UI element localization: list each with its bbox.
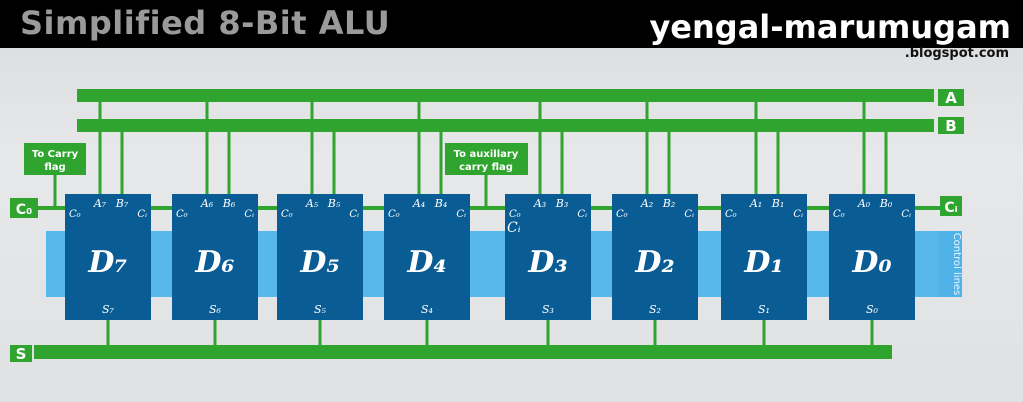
b-pin-label-1: B₆ (222, 197, 236, 210)
b-pin-label-6: B₁ (771, 197, 785, 210)
alu-unit-1 (172, 194, 258, 320)
b-pin-label-0: B₇ (115, 197, 129, 210)
carry-out-pin-label-2: C₀ (281, 209, 293, 220)
s-pin-label-3: S₄ (421, 303, 433, 316)
header-bar (0, 0, 1023, 48)
blog-domain: .blogspot.com (904, 46, 1009, 61)
carry-out-pin-label-4: C₀ (509, 209, 521, 220)
bus-b-tag (938, 117, 964, 134)
carry-out-pin-label-1: C₀ (176, 209, 188, 220)
carry-flag-callout (24, 143, 86, 175)
carry-in-left-tag (10, 198, 38, 218)
unit-name-6: D₁ (743, 245, 783, 280)
alu-unit-6 (721, 194, 807, 320)
bus-s-label: S (16, 345, 27, 363)
carry-in-pin-label-0: Cᵢ (137, 209, 147, 220)
b-pin-label-7: B₀ (879, 197, 893, 210)
carry-in-pin-label-4: Cᵢ (577, 209, 587, 220)
carry-in-left-label: C₀ (16, 202, 32, 218)
aux-carry-flag-line1: To auxillary (454, 149, 519, 160)
carry-in-pin-label-3: Cᵢ (456, 209, 466, 220)
d3-extra-carry-label: Cᵢ (507, 220, 521, 236)
a-pin-label-2: A₅ (305, 197, 319, 210)
blog-brand: yengal-marumugam (649, 8, 1011, 46)
unit-name-2: D₅ (299, 245, 339, 280)
carry-in-pin-label-2: Cᵢ (349, 209, 359, 220)
b-pin-label-2: B₅ (327, 197, 341, 210)
alu-unit-2 (277, 194, 363, 320)
bus-s-tag (10, 345, 32, 362)
b-pin-label-3: B₄ (434, 197, 448, 210)
unit-name-3: D₄ (406, 245, 446, 280)
a-pin-label-6: A₁ (749, 197, 762, 210)
s-pin-label-6: S₁ (758, 303, 770, 316)
aux-carry-flag-line2: carry flag (459, 162, 513, 173)
s-pin-label-2: S₅ (314, 303, 327, 316)
bus-b (77, 119, 934, 132)
carry-out-pin-label-0: C₀ (69, 209, 81, 220)
control-lines-tab (938, 231, 962, 297)
b-pin-label-4: B₃ (555, 197, 569, 210)
a-pin-label-0: A₇ (93, 197, 107, 210)
alu-unit-7 (829, 194, 915, 320)
alu-unit-4 (505, 194, 591, 320)
page-title: Simplified 8-Bit ALU (20, 4, 391, 42)
a-pin-label-7: A₀ (857, 197, 871, 210)
alu-unit-5 (612, 194, 698, 320)
unit-name-7: D₀ (851, 245, 891, 280)
carry-in-pin-label-5: Cᵢ (684, 209, 694, 220)
s-pin-label-5: S₂ (649, 303, 661, 316)
bus-a-tag (938, 89, 964, 106)
bus-a (77, 89, 934, 102)
a-pin-label-4: A₃ (533, 197, 546, 210)
carry-out-pin-label-6: C₀ (725, 209, 737, 220)
aux-carry-flag-callout (445, 143, 528, 175)
carry-in-pin-label-1: Cᵢ (244, 209, 254, 220)
s-pin-label-4: S₃ (542, 303, 554, 316)
carry-flag-line2: flag (44, 162, 65, 173)
unit-name-5: D₂ (634, 245, 674, 280)
s-pin-label-0: S₇ (102, 303, 115, 316)
carry-in-right-tag (940, 196, 962, 216)
carry-out-pin-label-5: C₀ (616, 209, 628, 220)
b-pin-label-5: B₂ (662, 197, 676, 210)
alu-unit-0 (65, 194, 151, 320)
carry-flag-line1: To Carry (32, 149, 79, 160)
carry-in-pin-label-6: Cᵢ (793, 209, 803, 220)
s-pin-label-1: S₆ (209, 303, 222, 316)
carry-out-pin-label-7: C₀ (833, 209, 845, 220)
s-pin-label-7: S₀ (866, 303, 879, 316)
carry-in-right-label: Cᵢ (944, 200, 957, 216)
alu-unit-3 (384, 194, 470, 320)
unit-name-4: D₃ (527, 245, 567, 280)
unit-name-1: D₆ (194, 245, 234, 280)
a-pin-label-3: A₄ (412, 197, 425, 210)
bus-b-label: B (945, 117, 956, 135)
bus-a-label: A (945, 89, 957, 107)
bus-s (34, 345, 892, 359)
unit-name-0: D₇ (87, 245, 127, 280)
control-lines-label: Control lines (951, 233, 962, 296)
a-pin-label-1: A₆ (200, 197, 214, 210)
carry-in-pin-label-7: Cᵢ (901, 209, 911, 220)
carry-out-pin-label-3: C₀ (388, 209, 400, 220)
a-pin-label-5: A₂ (640, 197, 653, 210)
